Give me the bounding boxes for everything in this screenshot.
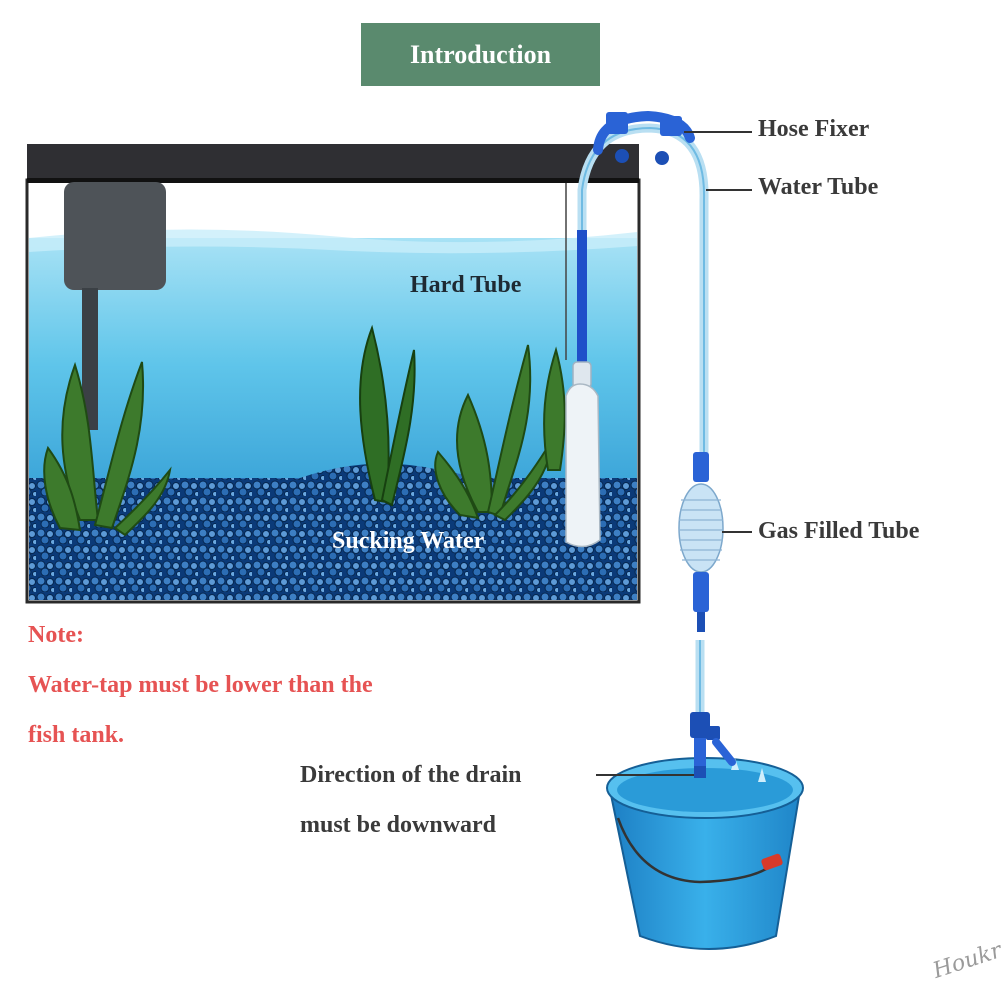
label-hard-tube: Hard Tube [410,272,522,298]
leader-lines [596,131,752,776]
hard-tube-assembly [565,230,601,548]
label-gas-filled-tube: Gas Filled Tube [758,518,920,544]
note-line-1: Water-tap must be lower than the [28,672,373,698]
label-water-tube: Water Tube [758,174,879,200]
label-sucking-water: Sucking Water [332,528,485,554]
hard-tube-rod [577,230,587,380]
note-line-2: fish tank. [28,722,125,748]
aquatic-plant [43,361,172,537]
hose-fixer-clip [593,110,695,165]
aquarium [25,144,641,604]
label-direction-line-2: must be downward [300,812,497,838]
tank-lid [27,144,639,182]
title-text: Introduction [409,39,552,69]
label-hose-fixer: Hose Fixer [758,116,870,142]
aquatic-plant [359,324,416,507]
drain-valve [690,712,736,778]
title-banner: Introduction [361,23,600,86]
tank-lid-edge [27,178,639,183]
label-direction-line-1: Direction of the drain [300,762,522,788]
bucket-handle [616,817,779,884]
note-heading: Note: [28,622,84,648]
bucket [606,757,804,950]
filter-pipe [82,288,98,430]
water-surface [29,229,637,254]
aquatic-plant [434,344,566,522]
water-tube [577,123,709,712]
gas-filled-bulb [678,452,724,632]
filter-body [64,182,166,290]
suction-cylinder [565,383,601,548]
